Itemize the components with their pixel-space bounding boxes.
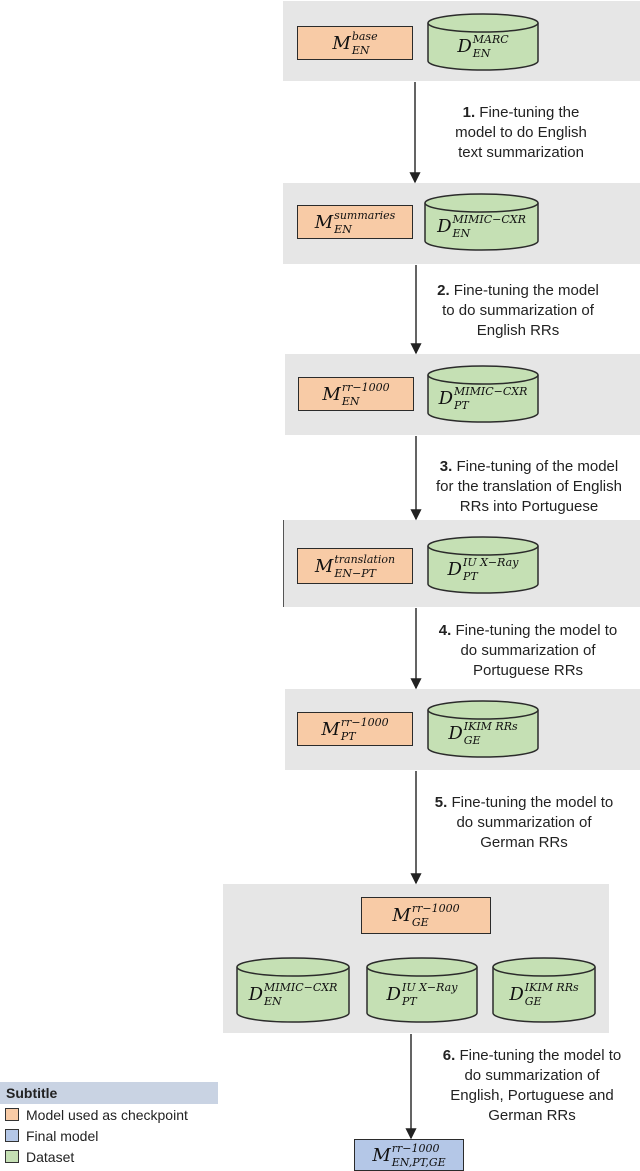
step-label-1: 1. Fine-tuning the model to do English t… [455, 104, 587, 161]
legend-item-checkpoint: Model used as checkpoint [0, 1104, 218, 1125]
model-subscript: EN [351, 43, 370, 57]
model-symbol: M [392, 905, 411, 926]
dataset-superscript: MIMIC−CXR [452, 212, 526, 226]
model-symbol: M [372, 1144, 391, 1166]
model-superscript: rr−1000 [391, 1141, 440, 1155]
model-subscript: EN−PT [334, 566, 376, 580]
dataset-superscript: IKIM RRs [524, 980, 579, 994]
step-label-3: 3. Fine-tuning of the model for the tran… [436, 458, 622, 515]
dataset-symbol: D [248, 983, 264, 1005]
model-subscript: GE [411, 916, 429, 929]
dataset-symbol: D [457, 35, 472, 57]
legend-item-dataset: Dataset [0, 1146, 218, 1167]
model-symbol: M [314, 211, 334, 233]
model-symbol: M [332, 32, 351, 54]
final-swatch [5, 1129, 19, 1142]
model-subscript: EN [334, 222, 352, 236]
dataset-symbol: D [447, 558, 462, 580]
legend-label: Dataset [26, 1148, 75, 1165]
legend-label: Model used as checkpoint [26, 1106, 188, 1123]
model-symbol: M [321, 718, 340, 740]
model-subscript: EN,PT,GE [391, 1155, 446, 1169]
legend-item-final: Final model [0, 1125, 218, 1146]
step-label-5: 5. Fine-tuning the model to do summariza… [434, 794, 614, 851]
model-superscript: rr−1000 [411, 902, 460, 915]
dataset-swatch [5, 1150, 19, 1163]
dataset-subscript: GE [463, 733, 481, 747]
dataset-subscript: GE [524, 994, 542, 1008]
dataset-subscript: PT [401, 994, 417, 1008]
dataset-symbol: D [386, 983, 401, 1005]
model-symbol: M [322, 383, 341, 405]
model-superscript: summaries [334, 208, 396, 222]
checkpoint-swatch [5, 1108, 19, 1121]
dataset-subscript: PT [454, 398, 469, 412]
dataset-symbol: D [438, 387, 454, 409]
dataset-symbol: D [509, 983, 524, 1005]
model-superscript: translation [334, 552, 396, 566]
dataset-symbol: D [437, 215, 452, 237]
legend-label: Final model [26, 1127, 99, 1144]
model-subscript: EN [341, 394, 360, 408]
model-superscript: rr−1000 [340, 715, 389, 729]
step-label-4: 4. Fine-tuning the model to do summariza… [438, 622, 618, 679]
legend: Subtitle Model used as checkpoint Final … [0, 1082, 218, 1167]
model-subscript: PT [340, 729, 356, 743]
dataset-superscript: IU X−Ray [462, 555, 519, 569]
dataset-subscript: EN [264, 994, 282, 1008]
model-superscript: base [351, 29, 378, 43]
dataset-superscript: IKIM RRs [463, 719, 518, 733]
step-label-2: 2. Fine-tuning the model to do summariza… [437, 282, 599, 339]
model-symbol: M [314, 555, 334, 577]
dataset-subscript: PT [462, 569, 478, 583]
dataset-superscript: MIMIC−CXR [264, 980, 338, 994]
dataset-subscript: EN [452, 226, 471, 240]
dataset-superscript: IU X−Ray [401, 980, 458, 994]
step-label-6: 6. Fine-tuning the model to do summariza… [442, 1047, 622, 1124]
dataset-superscript: MARC [472, 32, 509, 46]
legend-title: Subtitle [0, 1082, 218, 1104]
dataset-symbol: D [448, 722, 463, 744]
dataset-superscript: MIMIC−CXR [454, 384, 528, 398]
dataset-subscript: EN [472, 46, 491, 60]
model-superscript: rr−1000 [341, 380, 390, 394]
